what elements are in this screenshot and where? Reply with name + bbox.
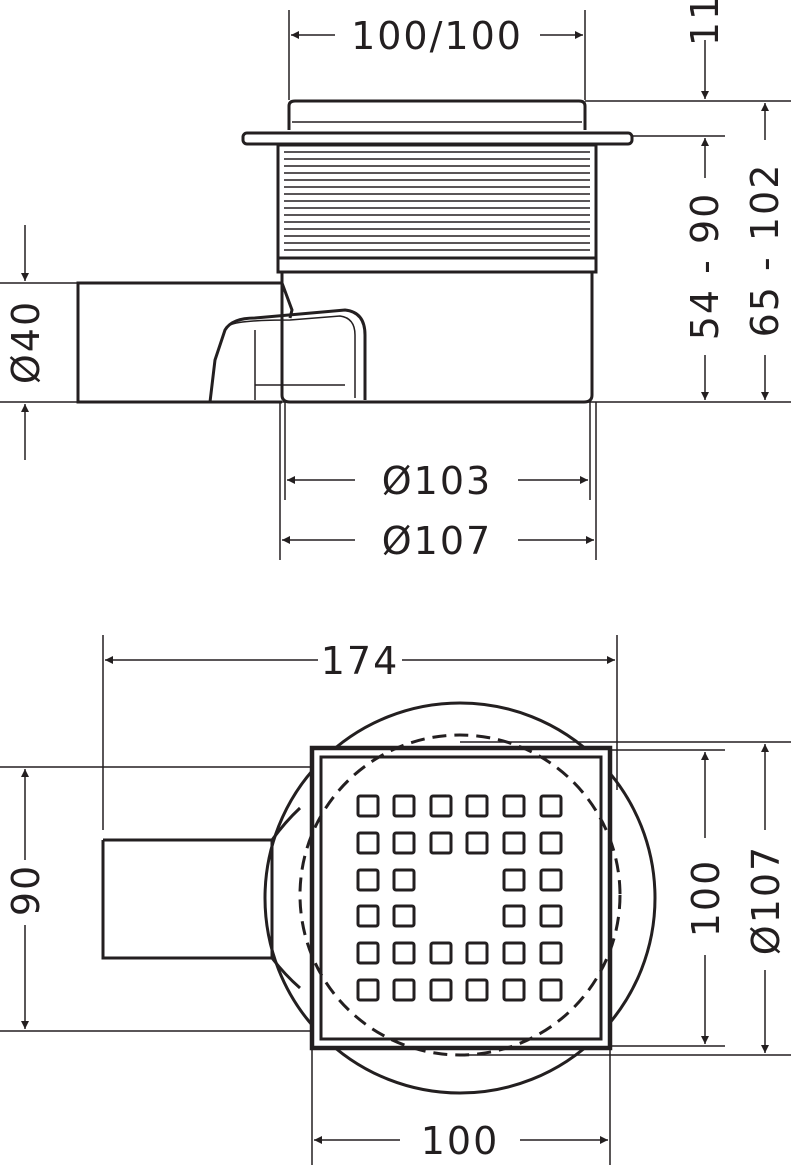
grate-hole bbox=[356, 868, 380, 892]
grate-hole bbox=[502, 941, 526, 965]
dashed-circle bbox=[298, 733, 622, 1057]
outlet-pipe-top bbox=[101, 840, 301, 990]
grate-hole bbox=[356, 794, 380, 818]
grate-hole bbox=[539, 868, 563, 892]
drain-body-side bbox=[76, 99, 634, 404]
dimension-body-height: 54 - 90 bbox=[683, 138, 727, 400]
drain-body-circle bbox=[263, 701, 657, 1095]
thread-lines bbox=[284, 151, 590, 251]
dim-label: 65 - 102 bbox=[743, 163, 787, 338]
dimension-outlet-diameter: Ø40 bbox=[4, 225, 48, 460]
dim-label: 11 bbox=[683, 0, 727, 46]
dimension-body-diameter: Ø107 bbox=[744, 744, 788, 1053]
dim-label: 54 - 90 bbox=[683, 192, 727, 341]
dim-label: 100/100 bbox=[351, 14, 523, 58]
grate-hole bbox=[429, 978, 453, 1002]
grate-hole bbox=[429, 831, 453, 855]
grate-hole bbox=[502, 831, 526, 855]
dim-label: 90 bbox=[4, 864, 48, 916]
grate-hole bbox=[539, 941, 563, 965]
dimension-grate-height: 100 bbox=[684, 752, 728, 1044]
grate-hole bbox=[465, 941, 489, 965]
dimension-grate-width: 100 bbox=[314, 1119, 608, 1163]
grate-hole bbox=[465, 831, 489, 855]
dimension-outlet-height: 90 bbox=[4, 769, 48, 1029]
grate-hole bbox=[502, 978, 526, 1002]
grate-hole bbox=[502, 868, 526, 892]
grate-hole bbox=[539, 904, 563, 928]
grate-hole bbox=[392, 978, 416, 1002]
grate-hole bbox=[465, 978, 489, 1002]
grate-holes bbox=[356, 794, 563, 1002]
grate-hole bbox=[465, 794, 489, 818]
grate-hole bbox=[356, 831, 380, 855]
grate-hole bbox=[429, 941, 453, 965]
grate-hole bbox=[502, 794, 526, 818]
grate-hole bbox=[392, 904, 416, 928]
grate-hole bbox=[392, 831, 416, 855]
grate-hole bbox=[392, 868, 416, 892]
dim-label: Ø107 bbox=[744, 845, 788, 955]
grate-hole bbox=[356, 904, 380, 928]
grate-hole bbox=[429, 794, 453, 818]
grate-hole bbox=[502, 904, 526, 928]
extension-lines bbox=[0, 635, 791, 1165]
grate-hole bbox=[356, 941, 380, 965]
dimension-grate-height: 11 bbox=[683, 0, 727, 99]
dimension-inner-diameter: Ø103 bbox=[287, 459, 588, 503]
top-view: 174 90 100 Ø107 100 bbox=[0, 635, 791, 1165]
dim-label: Ø103 bbox=[382, 459, 492, 503]
grate-hole bbox=[392, 794, 416, 818]
dimension-total-height: 65 - 102 bbox=[743, 103, 787, 400]
dimension-total-length: 174 bbox=[105, 639, 615, 683]
dimension-top-width: 100/100 bbox=[291, 14, 583, 58]
dim-label: 174 bbox=[321, 639, 400, 683]
grate-hole bbox=[392, 941, 416, 965]
dim-label: Ø107 bbox=[382, 519, 492, 563]
side-view: 100/100 11 54 - 90 65 - 102 Ø40 Ø103 bbox=[0, 0, 791, 563]
grate-hole bbox=[356, 978, 380, 1002]
dim-label: Ø40 bbox=[4, 300, 48, 384]
grate-hole bbox=[539, 831, 563, 855]
dim-label: 100 bbox=[421, 1119, 500, 1163]
dim-label: 100 bbox=[684, 859, 728, 938]
dimension-outer-diameter: Ø107 bbox=[282, 519, 594, 563]
grate-hole bbox=[539, 794, 563, 818]
grate-hole bbox=[539, 978, 563, 1002]
grate-frame bbox=[309, 745, 613, 1051]
